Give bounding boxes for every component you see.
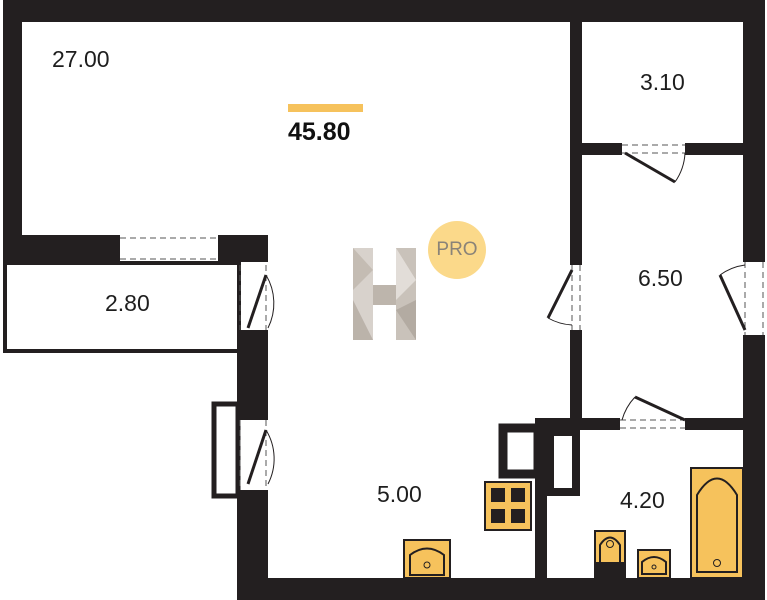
toilet-icon	[594, 530, 626, 579]
bathroom-sink-icon	[637, 549, 671, 579]
h-logo-icon	[353, 248, 416, 340]
room-area-kitchen: 5.00	[377, 481, 422, 507]
thin-walls	[3, 261, 580, 499]
room-area-living: 27.00	[52, 46, 110, 72]
room-area-balcony: 2.80	[105, 290, 150, 316]
bathtub-icon	[690, 467, 744, 579]
room-area-storage: 3.10	[640, 69, 685, 95]
room-area-bathroom: 4.20	[620, 487, 665, 513]
kitchen-sink-icon	[403, 539, 451, 579]
total-area-accent-bar	[288, 104, 363, 112]
pro-badge: PRO	[428, 221, 486, 279]
walls	[3, 0, 765, 600]
total-area: 45.80	[288, 118, 351, 146]
doors	[246, 151, 747, 485]
room-area-hallway: 6.50	[638, 265, 683, 291]
stove-icon	[484, 481, 532, 531]
